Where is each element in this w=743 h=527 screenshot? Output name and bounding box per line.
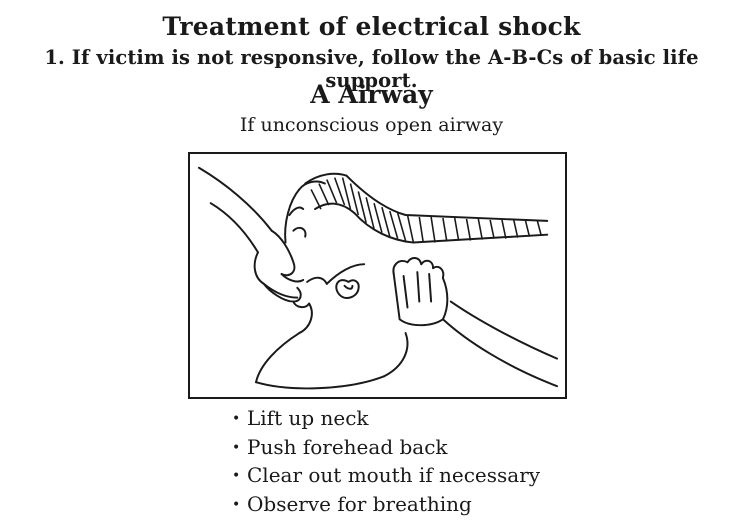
bullet-icon: • bbox=[232, 468, 241, 484]
airway-steps-list: • Lift up neck • Push forehead back • Clear… bbox=[232, 405, 540, 519]
list-item-text: Observe for breathing bbox=[247, 491, 472, 516]
bullet-icon: • bbox=[232, 411, 241, 427]
bullet-icon: • bbox=[232, 496, 241, 513]
list-item-text: Lift up neck bbox=[247, 406, 369, 430]
head-tilt-chin-lift-icon bbox=[197, 166, 559, 390]
list-item-text: Push forehead back bbox=[247, 434, 448, 459]
list-item: • Observe for breathing bbox=[232, 491, 540, 520]
list-item: • Lift up neck bbox=[232, 405, 540, 434]
bullet-icon: • bbox=[232, 439, 241, 456]
section-heading: A Airway bbox=[310, 80, 433, 109]
instruction-text: If unconscious open airway bbox=[239, 114, 504, 136]
step-text: 1. If victim is not responsive, follow t… bbox=[44, 46, 699, 92]
list-item: • Clear out mouth if necessary bbox=[232, 462, 540, 491]
list-item-text: Clear out mouth if necessary bbox=[247, 463, 541, 487]
list-item: • Push forehead back bbox=[232, 434, 540, 463]
document-title: Treatment of electrical shock bbox=[162, 12, 581, 41]
airway-illustration bbox=[188, 152, 567, 399]
